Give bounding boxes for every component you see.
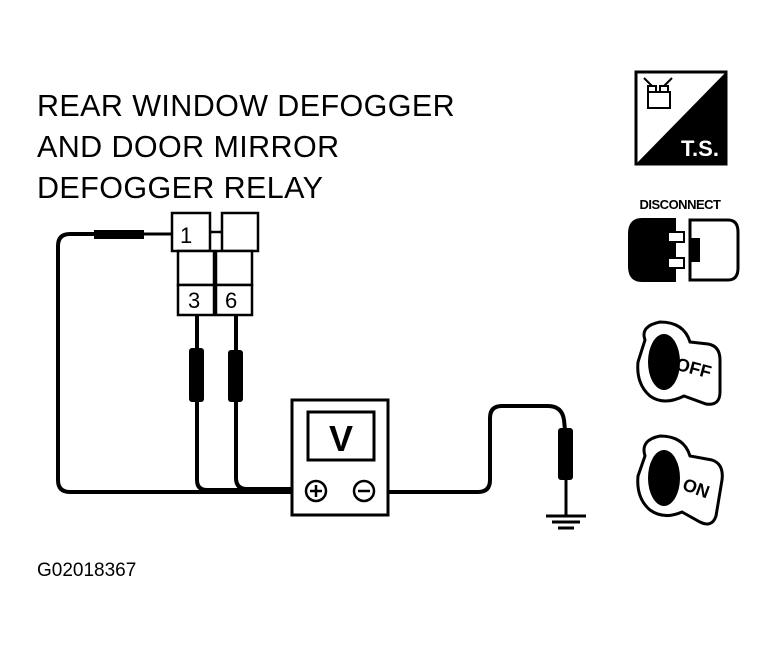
- probe-wire-pin6: [234, 313, 298, 491]
- disconnect-label: DISCONNECT: [640, 197, 722, 212]
- voltmeter: V: [290, 398, 390, 517]
- pin-3-label: 3: [188, 288, 200, 313]
- ground-wire: [370, 404, 568, 494]
- relay-connector: [170, 211, 260, 317]
- probe-body-ground: [558, 428, 573, 480]
- ts-label: T.S.: [681, 136, 719, 161]
- figure-code: G02018367: [37, 560, 137, 581]
- diagram-title: REAR WINDOW DEFOGGER AND DOOR MIRROR DEF…: [37, 86, 455, 209]
- probe-body-3: [189, 348, 204, 402]
- probe-wire-pin1: [56, 232, 298, 494]
- ts-icon: T.S.: [634, 70, 728, 166]
- title-line-2: AND DOOR MIRROR: [37, 130, 340, 164]
- ignition-on-icon: ON: [636, 434, 724, 526]
- pin-6-label: 6: [225, 288, 237, 313]
- probe-body-1: [94, 230, 144, 239]
- pin-1-label: 1: [180, 223, 192, 248]
- title-line-3: DEFOGGER RELAY: [37, 171, 324, 205]
- title-line-1: REAR WINDOW DEFOGGER: [37, 89, 456, 123]
- probe-body-6: [228, 350, 243, 402]
- meter-display: V: [329, 418, 353, 459]
- disconnect-icon: DISCONNECT: [628, 197, 740, 282]
- probe-wire-pin3: [195, 313, 298, 492]
- ignition-off-icon: OFF: [636, 320, 722, 406]
- ground-symbol: [546, 480, 586, 530]
